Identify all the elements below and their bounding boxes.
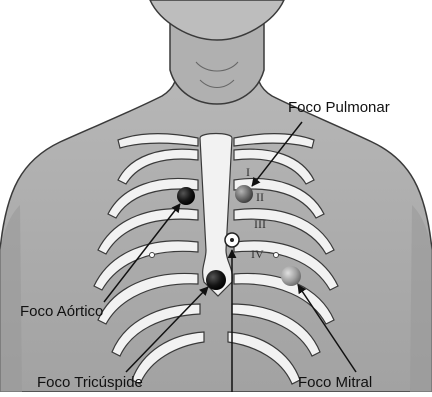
intercostal-iv: IV	[251, 247, 264, 261]
label-foco-pulmonar: Foco Pulmonar	[288, 99, 390, 116]
aortic-focus-dot	[177, 187, 195, 205]
left-midclavicular-marker	[150, 253, 155, 258]
tricuspid-focus-dot	[206, 270, 226, 290]
intercostal-iii: III	[254, 217, 266, 231]
label-foco-aortico: Foco Aórtico	[20, 303, 103, 320]
right-midclavicular-marker	[274, 253, 279, 258]
intercostal-ii: II	[256, 190, 264, 204]
label-foco-mitral: Foco Mitral	[298, 374, 372, 391]
mitral-focus-dot	[281, 266, 301, 286]
pulmonary-focus-dot	[235, 185, 253, 203]
intercostal-i: I	[246, 165, 250, 179]
label-foco-tricuspide: Foco Tricúspide	[37, 374, 143, 391]
